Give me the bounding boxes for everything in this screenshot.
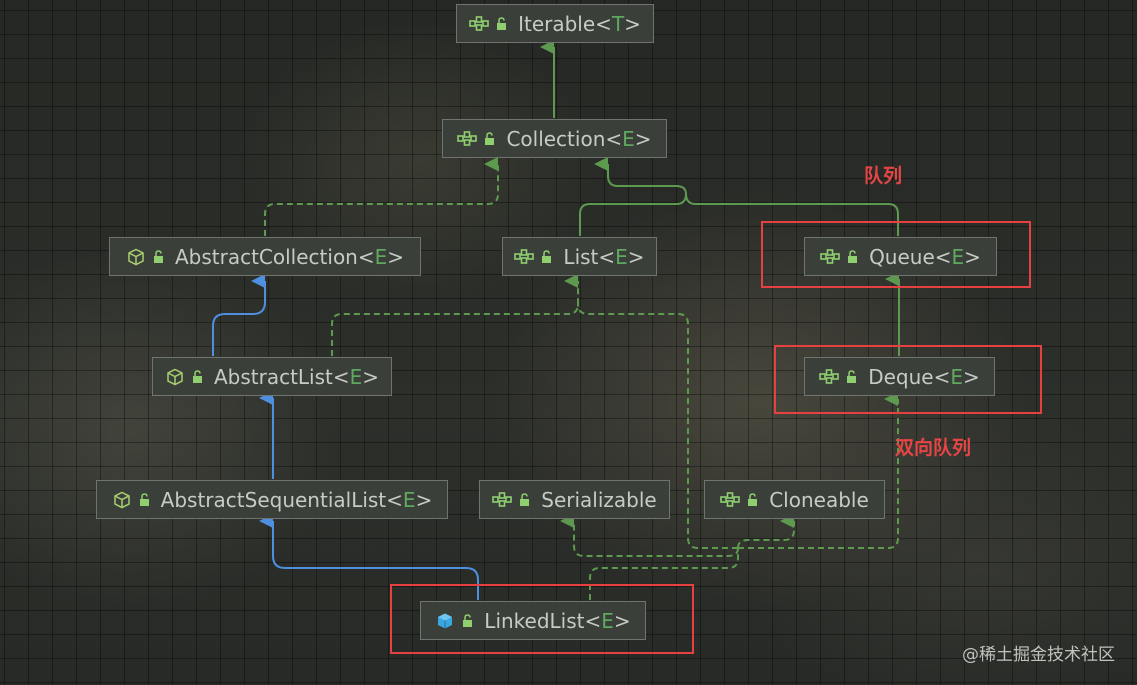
unlocked-lock-icon — [139, 492, 150, 507]
node-label: AbstractSequentialList<E> — [160, 487, 433, 512]
node-label: LinkedList<E> — [484, 608, 631, 633]
abstract-class-icon — [112, 490, 132, 510]
node-queue[interactable]: Queue<E> — [804, 237, 997, 276]
unlocked-lock-icon — [484, 131, 495, 146]
unlocked-lock-icon — [847, 249, 858, 264]
node-label: Deque<E> — [868, 364, 980, 389]
edge-linkedlist-serializable — [560, 514, 739, 557]
edge-list-collection — [579, 157, 688, 236]
interface-icon — [457, 129, 478, 149]
unlocked-lock-icon — [541, 249, 552, 264]
unlocked-lock-icon — [519, 492, 530, 507]
node-list[interactable]: List<E> — [502, 237, 657, 276]
annotation-deque: 双向队列 — [895, 437, 972, 459]
edge-abstractlist-list — [331, 274, 579, 356]
node-abstract-collection[interactable]: AbstractCollection<E> — [109, 237, 421, 276]
watermark: @稀土掘金技术社区 — [962, 645, 1115, 665]
edge-linkedlist-trunk — [589, 548, 739, 600]
interface-icon — [819, 367, 840, 387]
node-collection[interactable]: Collection<E> — [442, 119, 667, 158]
unlocked-lock-icon — [192, 369, 203, 384]
node-deque[interactable]: Deque<E> — [804, 357, 995, 396]
highlight-box-queue — [761, 221, 1031, 288]
interface-icon — [514, 247, 535, 267]
node-label: AbstractList<E> — [213, 364, 380, 389]
node-label: AbstractCollection<E> — [174, 244, 405, 269]
unlocked-lock-icon — [153, 249, 164, 264]
interface-icon — [469, 14, 489, 34]
edge-linkedlist-cloneable — [737, 514, 795, 549]
edge-queue-collection — [685, 193, 899, 236]
abstract-class-icon — [165, 367, 185, 387]
edge-linkedlist-deque — [738, 392, 899, 549]
node-label: Serializable — [541, 487, 657, 512]
unlocked-lock-icon — [846, 369, 857, 384]
edge-abstractcollection-collection — [264, 157, 499, 236]
node-abstract-list[interactable]: AbstractList<E> — [152, 357, 392, 396]
abstract-class-icon — [126, 247, 146, 267]
node-label: List<E> — [563, 244, 645, 269]
interface-icon — [492, 490, 513, 510]
edge-linkedlist-list — [577, 303, 738, 549]
node-serializable[interactable]: Serializable — [479, 480, 670, 519]
class-icon — [435, 611, 455, 631]
node-cloneable[interactable]: Cloneable — [704, 480, 885, 519]
unlocked-lock-icon — [747, 492, 758, 507]
edge-linkedlist-abstractsequentiallist — [259, 514, 479, 600]
node-label: Collection<E> — [506, 126, 652, 151]
edge-abstractlist-abstractcollection — [212, 274, 266, 356]
highlight-box-deque — [774, 345, 1042, 414]
interface-icon — [720, 490, 741, 510]
node-abstract-sequential-list[interactable]: AbstractSequentialList<E> — [96, 480, 448, 519]
annotation-queue: 队列 — [864, 165, 903, 187]
unlocked-lock-icon — [462, 613, 473, 628]
interface-icon — [820, 247, 840, 267]
node-label: Cloneable — [769, 487, 869, 512]
node-label: Iterable<T> — [518, 11, 641, 36]
unlocked-lock-icon — [496, 16, 507, 31]
node-linked-list[interactable]: LinkedList<E> — [420, 601, 646, 640]
node-label: Queue<E> — [869, 244, 981, 269]
node-iterable[interactable]: Iterable<T> — [456, 4, 654, 43]
highlight-box-linked-list — [390, 584, 694, 654]
